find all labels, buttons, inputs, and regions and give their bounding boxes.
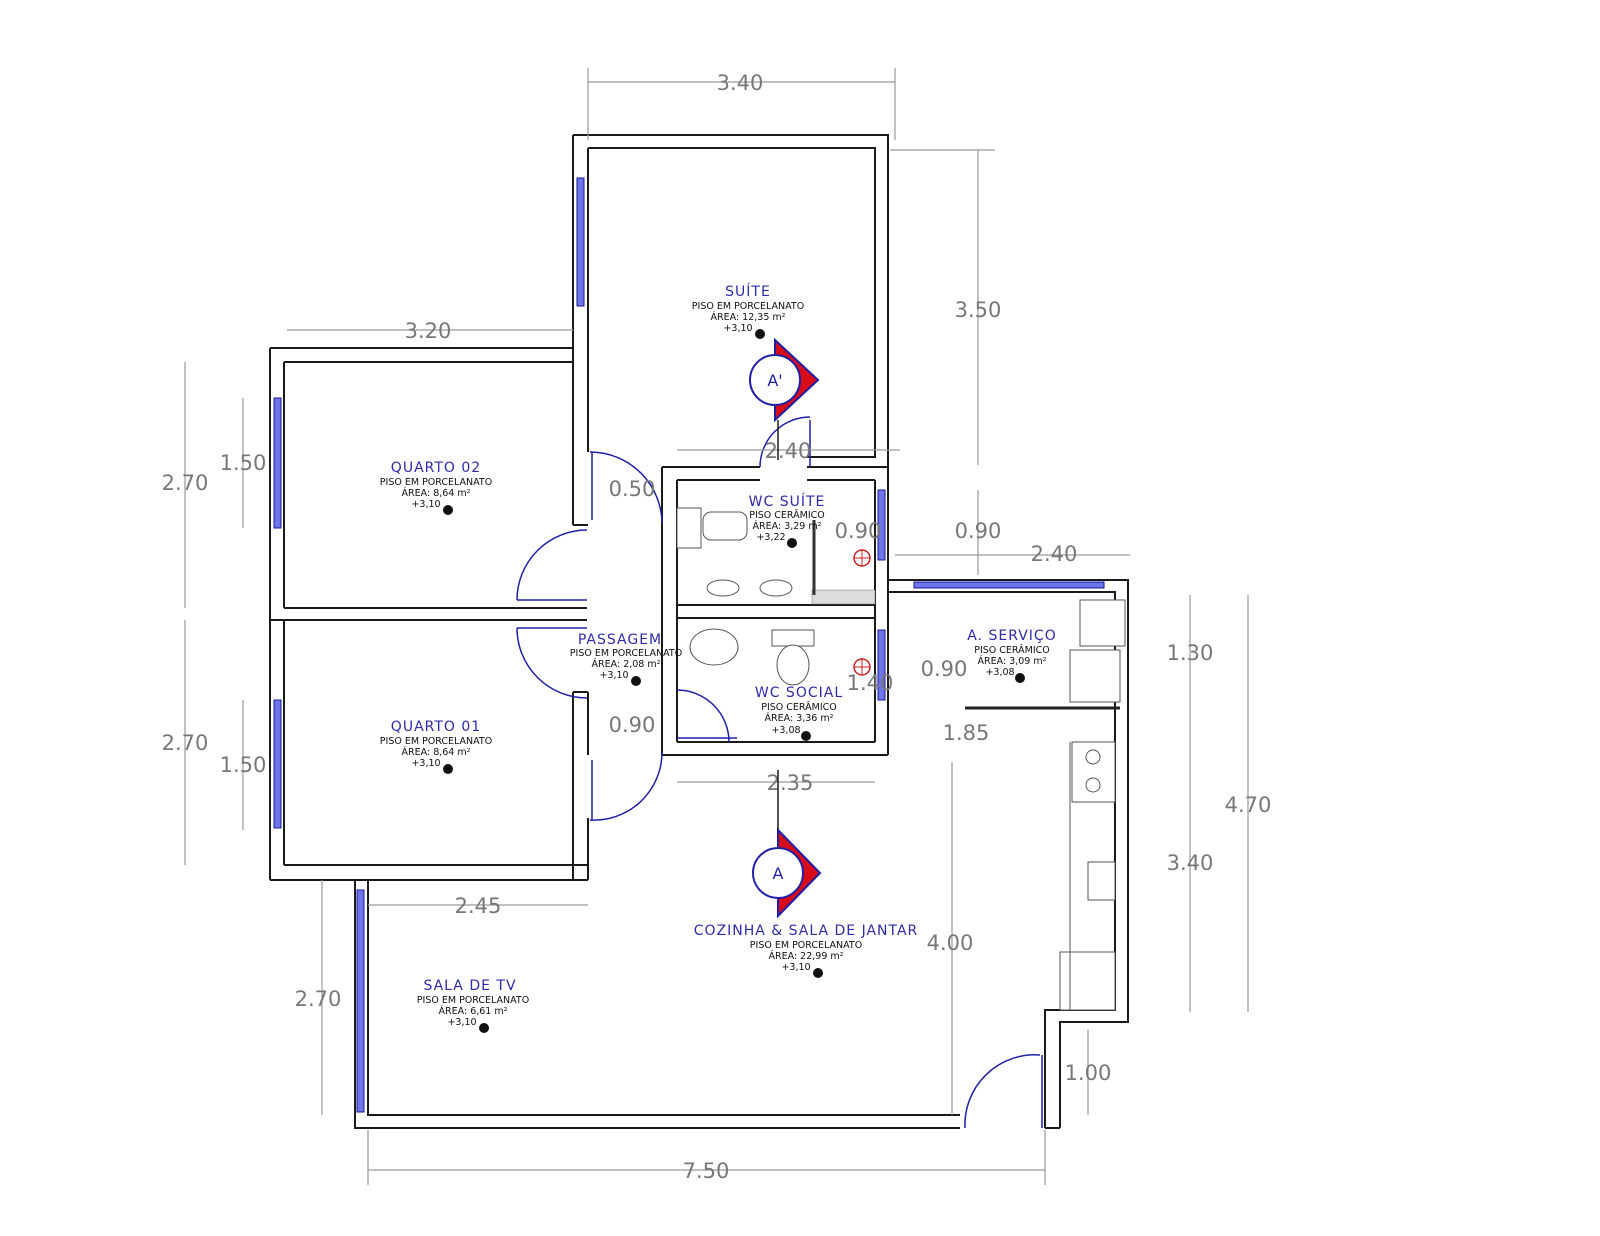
dim-passagem-gap: 0.50 — [609, 477, 656, 501]
room-floor: PISO EM PORCELANATO — [380, 736, 492, 747]
room-a-servico: A. SERVIÇO PISO CERÂMICO ÁREA: 3,09 m² +… — [967, 628, 1056, 683]
dimension-lines: 3.40 3.50 3.20 2.70 1.50 2.70 1.50 2.40 … — [162, 68, 1272, 1185]
dim-wc-social-width: 0.90 — [921, 657, 968, 681]
room-quarto-02: QUARTO 02 PISO EM PORCELANATO ÁREA: 8,64… — [380, 460, 492, 515]
dim-suite-height: 3.50 — [955, 298, 1002, 322]
dim-quarto-width: 3.20 — [405, 319, 452, 343]
windows — [273, 177, 1105, 1113]
room-area: ÁREA: 22,99 m² — [769, 950, 844, 962]
walls — [269, 134, 1129, 1129]
room-level: +3,10 — [599, 670, 628, 681]
room-sala-tv: SALA DE TV PISO EM PORCELANATO ÁREA: 6,6… — [417, 978, 529, 1033]
room-level: +3,10 — [723, 323, 752, 334]
room-area: ÁREA: 8,64 m² — [402, 746, 471, 758]
room-name: QUARTO 01 — [391, 719, 481, 735]
dim-dining-height: 4.00 — [927, 931, 974, 955]
room-wc-suite: WC SUÍTE PISO CERÂMICO ÁREA: 3,29 m² +3,… — [749, 493, 826, 548]
room-floor: PISO CERÂMICO — [761, 701, 837, 713]
dim-entry-height: 1.00 — [1065, 1061, 1112, 1085]
section-marker-lower: A — [752, 827, 822, 919]
room-level: +3,08 — [985, 667, 1014, 678]
dim-servico-side: 1.85 — [943, 721, 990, 745]
room-name: PASSAGEM — [578, 632, 662, 648]
room-area: ÁREA: 3,09 m² — [978, 655, 1047, 667]
fixtures — [676, 507, 1126, 1011]
room-cozinha: COZINHA & SALA DE JANTAR PISO EM PORCELA… — [694, 923, 919, 978]
section-marker-upper: A' — [749, 337, 820, 423]
room-area: ÁREA: 3,36 m² — [765, 712, 834, 724]
dim-passagem-door: 0.90 — [609, 713, 656, 737]
dim-wc-suite-right: 0.90 — [955, 519, 1002, 543]
level-icon — [479, 1023, 489, 1033]
dim-wc-social-bottom: 2.35 — [767, 771, 814, 795]
room-passagem: PASSAGEM PISO EM PORCELANATO ÁREA: 2,08 … — [570, 632, 682, 686]
room-name: SALA DE TV — [423, 978, 516, 994]
room-name: SUÍTE — [725, 283, 771, 300]
level-icon — [787, 538, 797, 548]
dim-q01-window: 1.50 — [220, 753, 267, 777]
level-icon — [443, 764, 453, 774]
room-name: WC SOCIAL — [755, 685, 843, 701]
room-quarto-01: QUARTO 01 PISO EM PORCELANATO ÁREA: 8,64… — [380, 719, 492, 774]
level-icon — [755, 329, 765, 339]
room-level: +3,10 — [411, 499, 440, 510]
level-icon — [631, 676, 641, 686]
room-level: +3,10 — [447, 1017, 476, 1028]
doors — [516, 416, 1043, 1129]
dim-sala-width: 2.45 — [455, 894, 502, 918]
room-area: ÁREA: 3,29 m² — [753, 520, 822, 532]
room-floor: PISO EM PORCELANATO — [417, 995, 529, 1006]
dim-wc-suite-width: 2.40 — [765, 439, 812, 463]
dim-servico-height: 1.30 — [1167, 641, 1214, 665]
dim-sala-height: 2.70 — [295, 987, 342, 1011]
room-level: +3,08 — [771, 725, 800, 736]
room-level: +3,10 — [781, 962, 810, 973]
section-label-upper: A' — [767, 371, 782, 390]
dim-wc-suite-depth: 0.90 — [835, 519, 882, 543]
dim-q01-height: 2.70 — [162, 731, 209, 755]
room-name: A. SERVIÇO — [967, 628, 1056, 644]
dim-q02-window: 1.50 — [220, 451, 267, 475]
room-name: COZINHA & SALA DE JANTAR — [694, 923, 919, 939]
room-area: ÁREA: 8,64 m² — [402, 487, 471, 499]
room-area: ÁREA: 6,61 m² — [439, 1005, 508, 1017]
room-name: QUARTO 02 — [391, 460, 481, 476]
level-icon — [443, 505, 453, 515]
dim-servico-width: 2.40 — [1031, 542, 1078, 566]
section-label-lower: A — [773, 864, 784, 883]
level-icon — [1015, 673, 1025, 683]
room-wc-social: WC SOCIAL PISO CERÂMICO ÁREA: 3,36 m² +3… — [755, 685, 843, 741]
room-level: +3,22 — [756, 532, 785, 543]
level-icon — [813, 968, 823, 978]
dim-wc-social-height: 1.40 — [847, 671, 894, 695]
dim-kitchen-height: 3.40 — [1167, 851, 1214, 875]
room-floor: PISO EM PORCELANATO — [750, 940, 862, 951]
room-floor: PISO CERÂMICO — [749, 509, 825, 521]
room-area: ÁREA: 2,08 m² — [592, 658, 661, 670]
room-area: ÁREA: 12,35 m² — [711, 311, 786, 323]
dim-total-bottom: 7.50 — [683, 1159, 730, 1183]
room-level: +3,10 — [411, 758, 440, 769]
room-floor: PISO EM PORCELANATO — [380, 477, 492, 488]
level-icon — [801, 731, 811, 741]
room-name: WC SUÍTE — [749, 493, 826, 510]
room-floor: PISO EM PORCELANATO — [692, 301, 804, 312]
dim-total-right: 4.70 — [1225, 793, 1272, 817]
room-floor: PISO CERÂMICO — [974, 644, 1050, 656]
dim-q02-height: 2.70 — [162, 471, 209, 495]
room-suite: SUÍTE PISO EM PORCELANATO ÁREA: 12,35 m²… — [692, 283, 804, 339]
room-floor: PISO EM PORCELANATO — [570, 648, 682, 659]
dim-top-suite: 3.40 — [717, 71, 764, 95]
